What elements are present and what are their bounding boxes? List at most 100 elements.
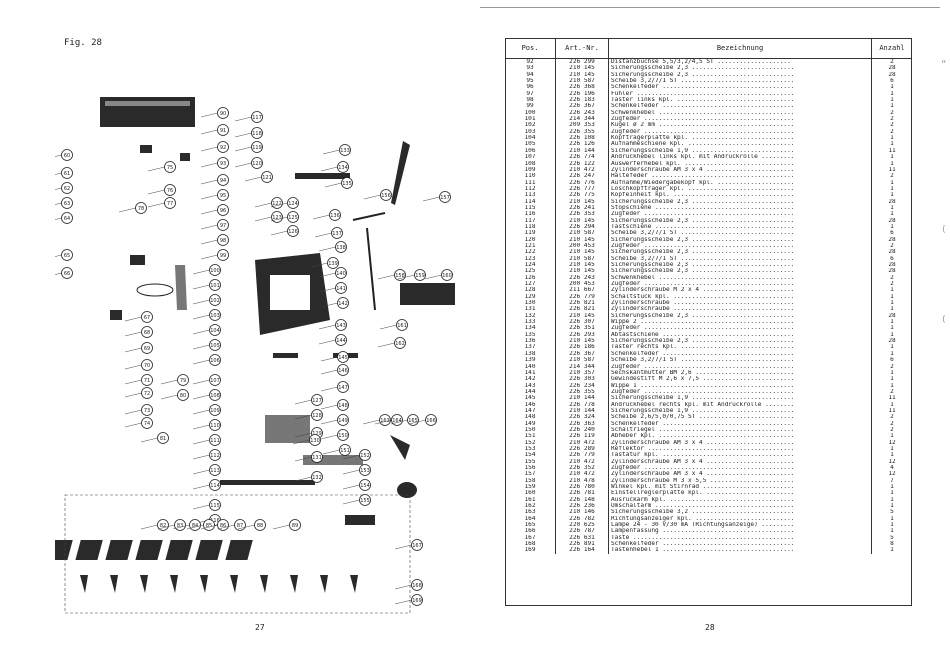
row-pos: 136 — [505, 338, 556, 345]
row-anzahl: 1 — [890, 433, 894, 440]
row-art-nr: 210 472 — [555, 458, 609, 465]
row-art-nr: 226 775 — [555, 192, 609, 199]
edge-mark: ( — [941, 225, 947, 235]
svg-text:126: 126 — [288, 229, 298, 235]
callout-107: 107 — [192, 374, 221, 386]
control-board — [400, 283, 455, 305]
callout-127: 127 — [294, 394, 323, 406]
callout-75: 75 — [147, 161, 176, 173]
row-pos: 127 — [505, 281, 556, 288]
row-pos: 142 — [505, 376, 556, 383]
svg-text:165: 165 — [408, 418, 418, 424]
row-art-nr: 226 781 — [555, 490, 609, 497]
row-bezeichnung: Zylinderschraube AM 3 x 4 ..............… — [608, 439, 872, 446]
svg-text:140: 140 — [336, 271, 346, 277]
row-pos: 108 — [505, 160, 556, 167]
row-anzahl: 12 — [888, 439, 896, 446]
row-anzahl: 2 — [890, 281, 894, 288]
row-anzahl: 6 — [890, 78, 894, 85]
row-anzahl: 1 — [890, 484, 894, 491]
row-bezeichnung: Sechskantmutter BM 2,6 .................… — [608, 369, 872, 377]
svg-text:115: 115 — [210, 503, 220, 509]
row-bezeichnung: Sicherungsscheibe 1,9 ..................… — [608, 407, 872, 415]
svg-text:102: 102 — [210, 298, 220, 304]
row-bezeichnung: Schenkelfeder ..........................… — [608, 420, 872, 427]
row-bezeichnung: Lampe 24 - 30 V/30 mA (Richtungsanzeige)… — [608, 522, 872, 529]
svg-text:70: 70 — [144, 363, 150, 369]
row-bezeichnung: Zugfeder ...............................… — [608, 211, 872, 218]
row-pos: 126 — [505, 274, 556, 282]
row-anzahl: 6 — [890, 230, 894, 237]
callout-62: 62 — [55, 182, 73, 194]
callout-122: 122 — [254, 197, 283, 209]
row-bezeichnung: Wippe 2 ................................… — [608, 319, 872, 326]
row-art-nr: 210 478 — [555, 477, 609, 485]
row-bezeichnung: Sicherungsscheibe 2,3 ..................… — [608, 249, 872, 256]
row-bezeichnung: Zylinderschraube AM 3 x 4 ..............… — [608, 166, 872, 174]
row-anzahl: 1 — [890, 287, 894, 294]
callout-124: 124 — [270, 197, 299, 209]
callout-140: 140 — [318, 267, 347, 279]
row-art-nr: 210 472 — [555, 166, 609, 174]
svg-text:121: 121 — [262, 175, 272, 181]
row-anzahl: 28 — [888, 71, 896, 78]
row-art-nr: 226 307 — [555, 319, 609, 326]
row-pos: 169 — [505, 547, 556, 554]
callout-80: 80 — [160, 389, 189, 401]
row-bezeichnung: Andruckhebel rechts kpl. mit Andruckroll… — [608, 401, 872, 408]
svg-text:112: 112 — [210, 453, 220, 459]
row-pos: 153 — [505, 445, 556, 453]
row-pos: 165 — [505, 522, 556, 529]
callout-152: 152 — [342, 449, 371, 461]
svg-text:154: 154 — [360, 483, 370, 489]
head-carrier — [265, 415, 310, 443]
row-art-nr: 226 779 — [555, 452, 609, 459]
row-bezeichnung: Scheibe 3,2/7/1 ST .....................… — [608, 78, 872, 85]
svg-text:155: 155 — [360, 498, 370, 504]
callout-63: 63 — [55, 197, 73, 209]
svg-text:75: 75 — [167, 165, 173, 171]
row-art-nr: 210 144 — [555, 147, 609, 155]
row-anzahl: 1 — [890, 223, 894, 230]
callout-61: 61 — [55, 167, 73, 179]
row-pos: 92 — [505, 58, 556, 66]
callout-137: 137 — [314, 227, 343, 239]
row-pos: 107 — [505, 154, 556, 161]
row-art-nr: 210 145 — [555, 262, 609, 269]
callout-118: 118 — [234, 127, 263, 139]
row-bezeichnung: Abheber kpl. ...........................… — [608, 433, 872, 440]
callout-131: 131 — [294, 451, 323, 463]
svg-text:144: 144 — [336, 338, 346, 344]
row-art-nr: 214 344 — [555, 363, 609, 370]
row-bezeichnung: Löschkopfträger kpl. ...................… — [608, 185, 872, 193]
row-art-nr: 226 777 — [555, 185, 609, 193]
row-anzahl: 1 — [890, 528, 894, 535]
row-pos: 166 — [505, 528, 556, 535]
svg-text:64: 64 — [64, 216, 70, 222]
callout-134: 134 — [320, 161, 349, 173]
row-art-nr: 226 247 — [555, 173, 609, 180]
row-bezeichnung: Haltefeder .............................… — [608, 173, 872, 180]
row-bezeichnung: Zylinderschraube AM 3 x 4 ..............… — [608, 458, 872, 465]
row-art-nr: 210 472 — [555, 439, 609, 446]
callout-109: 109 — [192, 404, 221, 416]
row-pos: 93 — [505, 65, 556, 72]
row-pos: 155 — [505, 458, 556, 465]
row-bezeichnung: Taste ..................................… — [608, 534, 872, 542]
callout-74: 74 — [124, 417, 153, 429]
row-art-nr: 226 241 — [555, 204, 609, 212]
row-pos: 149 — [505, 420, 556, 427]
row-pos: 125 — [505, 268, 556, 275]
row-bezeichnung: Sicherungsscheibe 3,2 ..................… — [608, 509, 872, 516]
row-pos: 150 — [505, 426, 556, 434]
header-anzahl: Anzahl — [871, 38, 912, 59]
row-bezeichnung: Tastenhebel 1 ..........................… — [608, 547, 872, 554]
